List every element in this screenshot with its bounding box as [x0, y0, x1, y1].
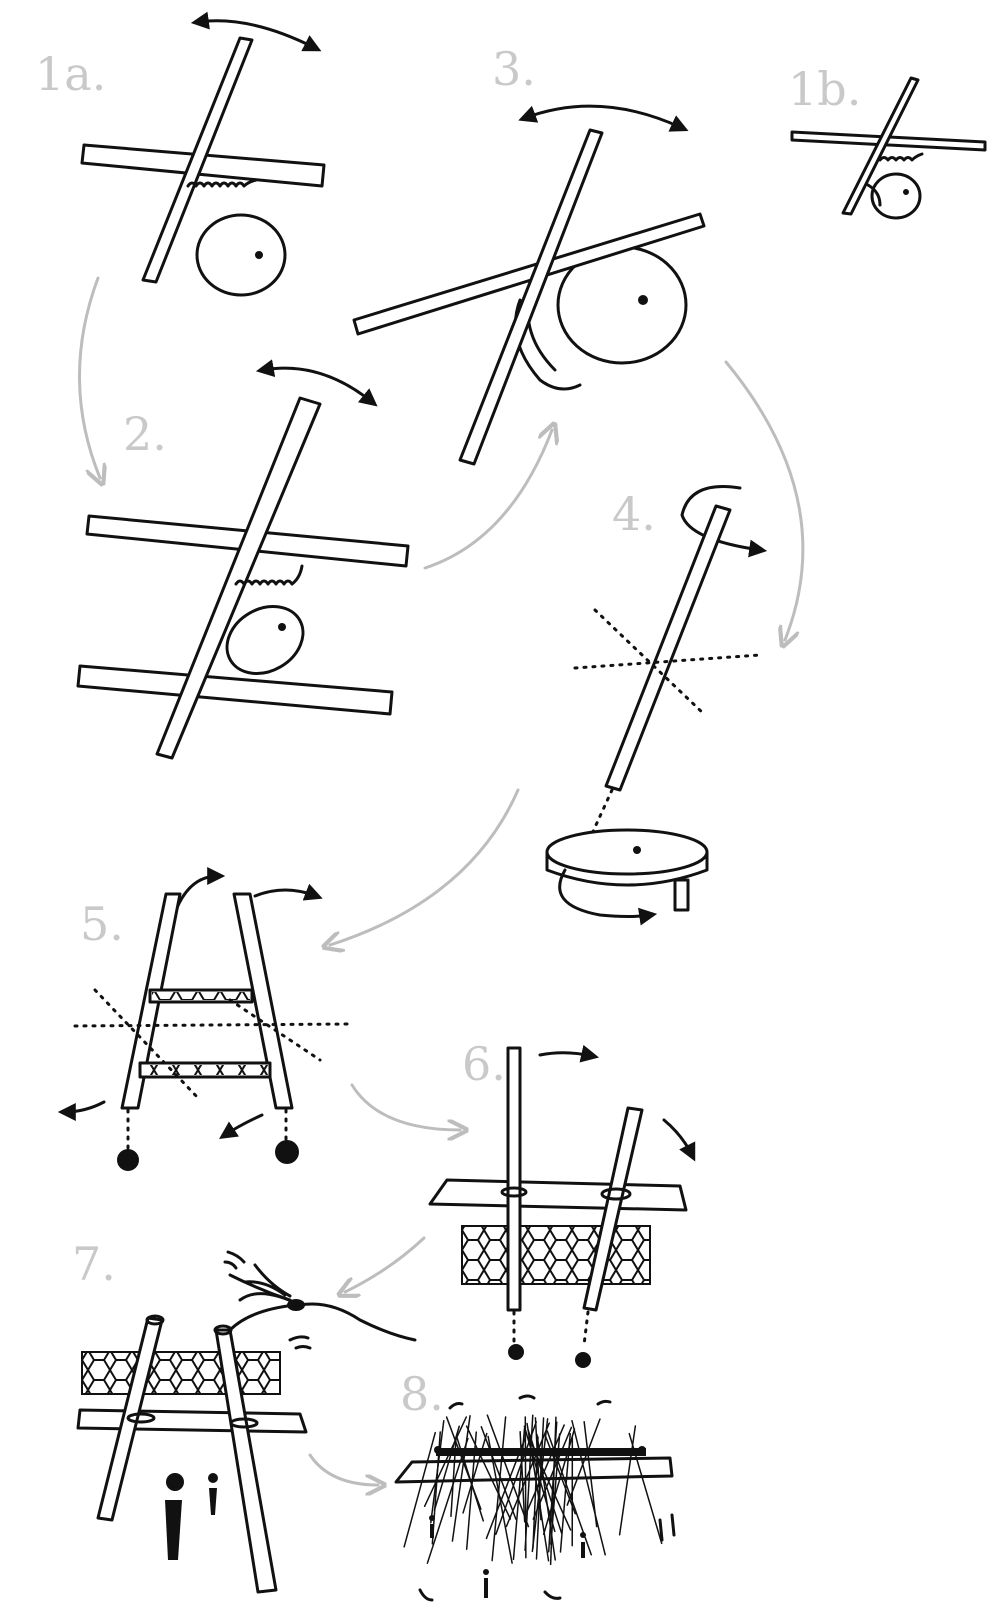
fiber-strand	[480, 1426, 517, 1520]
fiber-strand	[524, 1414, 534, 1552]
step-label-4: 4.	[612, 487, 656, 541]
step-label-5: 5.	[80, 897, 124, 951]
step-5-drawing	[57, 867, 350, 1171]
fiber-strand	[519, 1431, 526, 1523]
step-6-drawing	[428, 1044, 696, 1368]
step-label-3: 3.	[492, 42, 536, 96]
fiber-strand	[523, 1425, 556, 1533]
step-4-drawing	[545, 485, 768, 926]
step-3-drawing	[352, 104, 706, 466]
fiber-strand	[535, 1417, 545, 1560]
fiber-strand	[450, 1438, 457, 1518]
fiber-strand	[618, 1425, 637, 1536]
fiber-strand	[465, 1425, 512, 1520]
fiber-strand	[532, 1436, 539, 1550]
fiber-strand	[544, 1435, 576, 1515]
step-7-drawing	[76, 1250, 417, 1594]
fiber-strand	[628, 1432, 663, 1545]
step-label-2: 2.	[123, 407, 167, 461]
step-8-drawing	[394, 1394, 676, 1602]
fiber-strand	[583, 1420, 598, 1528]
step-label-1a: 1a.	[35, 47, 106, 101]
fiber-strand	[487, 1435, 513, 1564]
fiber-strand	[462, 1432, 488, 1514]
fiber-strand	[536, 1433, 556, 1561]
fiber-strand	[430, 1420, 445, 1524]
fiber-strand	[526, 1424, 565, 1513]
step-label-7: 7.	[72, 1237, 116, 1291]
step-label-6: 6.	[462, 1037, 506, 1091]
fiber-strand	[526, 1422, 550, 1562]
step-label-1b: 1b.	[788, 62, 861, 116]
fiber-strand	[559, 1433, 571, 1553]
step-2-drawing	[76, 359, 410, 760]
fiber-strand	[426, 1437, 469, 1564]
step-1b-drawing	[790, 76, 987, 220]
flow-arrows	[78, 276, 805, 1485]
step-label-8: 8.	[400, 1367, 444, 1421]
fiber-strand	[485, 1438, 526, 1540]
fiber-strand	[423, 1416, 468, 1508]
fiber-strand	[403, 1431, 436, 1548]
fiber-strand	[491, 1416, 507, 1562]
step-1a-drawing	[80, 11, 326, 297]
fiber-strand	[512, 1427, 526, 1561]
fiber-strand	[486, 1414, 530, 1528]
fiber-strand	[451, 1414, 471, 1542]
fiber-strand	[465, 1431, 478, 1550]
fiber-strand	[571, 1419, 606, 1556]
